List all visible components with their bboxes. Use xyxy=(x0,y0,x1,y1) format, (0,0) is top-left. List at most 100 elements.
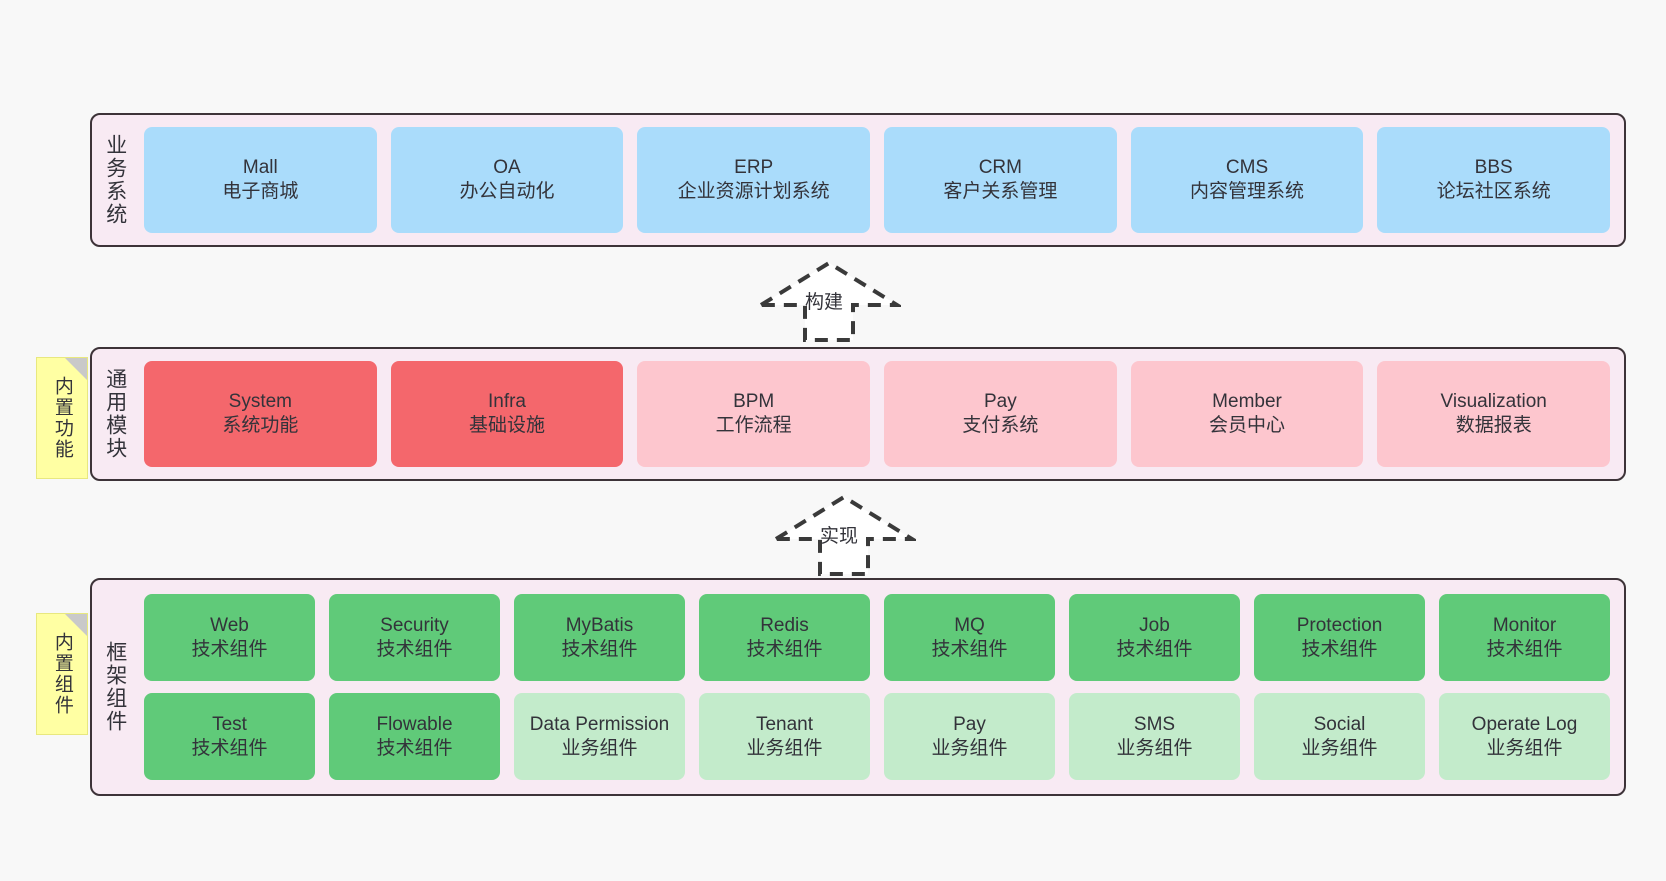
card-title-cn: 技术组件 xyxy=(376,737,453,759)
card-title-en: Test xyxy=(212,713,247,735)
card-oa[interactable]: OA 办公自动化 xyxy=(390,127,624,233)
card-protection[interactable]: Protection 技术组件 xyxy=(1254,594,1425,681)
card-title-cn: 系统功能 xyxy=(222,415,299,436)
connector-implement: 实现 xyxy=(768,492,920,578)
note-builtin-component: 内置组件 xyxy=(36,613,88,735)
card-title-en: Operate Log xyxy=(1471,713,1578,735)
card-title-cn: 业务组件 xyxy=(1301,737,1378,759)
card-mall[interactable]: Mall 电子商城 xyxy=(144,127,377,233)
layer-business-system-label: 业务系统 xyxy=(103,134,127,226)
card-title-en: Data Permission xyxy=(529,713,670,735)
layer-framework-component-label: 框架组件 xyxy=(103,641,127,733)
card-title-en: Visualization xyxy=(1440,391,1547,413)
card-redis[interactable]: Redis 技术组件 xyxy=(699,594,870,681)
card-title-cn: 企业资源计划系统 xyxy=(677,181,830,202)
card-pay-business[interactable]: Pay 业务组件 xyxy=(884,693,1055,780)
card-title-en: Infra xyxy=(487,391,527,413)
card-title-cn: 论坛社区系统 xyxy=(1436,181,1551,202)
card-title-cn: 业务组件 xyxy=(931,737,1008,759)
card-title-cn: 工作流程 xyxy=(715,415,792,436)
note-fold-corner-icon xyxy=(65,614,87,636)
card-title-en: Tenant xyxy=(755,713,814,735)
card-social[interactable]: Social 业务组件 xyxy=(1254,693,1425,780)
card-title-en: MQ xyxy=(954,614,985,636)
card-title-cn: 电子商城 xyxy=(222,181,299,202)
card-title-cn: 客户关系管理 xyxy=(943,181,1058,202)
card-sms[interactable]: SMS 业务组件 xyxy=(1069,693,1240,780)
card-title-en: OA xyxy=(493,157,521,179)
card-title-cn: 技术组件 xyxy=(191,638,268,660)
card-flowable[interactable]: Flowable 技术组件 xyxy=(329,693,500,780)
note-builtin-component-label: 内置组件 xyxy=(51,632,73,716)
card-title-en: Job xyxy=(1139,614,1170,636)
connector-implement-label: 实现 xyxy=(820,526,859,547)
connector-build: 构建 xyxy=(753,258,905,344)
card-title-en: BBS xyxy=(1474,157,1513,179)
card-data-permission[interactable]: Data Permission 业务组件 xyxy=(514,693,685,780)
card-title-en: Member xyxy=(1212,391,1282,413)
layer-common-module-label: 通用模块 xyxy=(103,368,127,460)
layer-framework-component: 框架组件 Web 技术组件 Security 技术组件 MyBatis 技术组件… xyxy=(90,578,1626,796)
connector-build-shape xyxy=(753,260,905,342)
connector-implement-shape xyxy=(768,494,920,576)
card-monitor[interactable]: Monitor 技术组件 xyxy=(1439,594,1610,681)
card-title-cn: 业务组件 xyxy=(1116,737,1193,759)
card-title-cn: 业务组件 xyxy=(561,737,638,759)
card-tenant[interactable]: Tenant 业务组件 xyxy=(699,693,870,780)
card-security[interactable]: Security 技术组件 xyxy=(329,594,500,681)
note-fold-corner-icon xyxy=(65,358,87,380)
card-system[interactable]: System 系统功能 xyxy=(144,361,377,467)
card-title-cn: 业务组件 xyxy=(1486,737,1563,759)
card-title-en: CRM xyxy=(978,157,1022,179)
card-title-en: CMS xyxy=(1225,157,1269,179)
card-title-cn: 支付系统 xyxy=(962,415,1039,436)
card-title-cn: 技术组件 xyxy=(1116,638,1193,660)
card-title-cn: 技术组件 xyxy=(1301,638,1378,660)
card-title-cn: 会员中心 xyxy=(1209,415,1286,436)
card-title-en: MyBatis xyxy=(565,614,634,636)
card-title-en: Social xyxy=(1313,713,1366,735)
card-test[interactable]: Test 技术组件 xyxy=(144,693,315,780)
framework-card-row-2: Test 技术组件 Flowable 技术组件 Data Permission … xyxy=(144,693,1610,780)
card-title-en: Web xyxy=(210,614,249,636)
card-title-cn: 数据报表 xyxy=(1455,415,1532,436)
card-title-en: Mall xyxy=(242,157,278,179)
card-title-en: SMS xyxy=(1133,713,1176,735)
card-title-en: Security xyxy=(380,614,449,636)
card-crm[interactable]: CRM 客户关系管理 xyxy=(884,127,1117,233)
card-title-en: Pay xyxy=(953,713,986,735)
card-infra[interactable]: Infra 基础设施 xyxy=(390,361,624,467)
card-title-cn: 技术组件 xyxy=(931,638,1008,660)
card-title-cn: 技术组件 xyxy=(191,737,268,759)
card-title-en: Pay xyxy=(983,391,1017,413)
card-title-cn: 业务组件 xyxy=(746,737,823,759)
card-bbs[interactable]: BBS 论坛社区系统 xyxy=(1377,127,1611,233)
card-title-en: Monitor xyxy=(1492,614,1557,636)
card-title-cn: 技术组件 xyxy=(376,638,453,660)
card-title-en: Flowable xyxy=(376,713,453,735)
card-web[interactable]: Web 技术组件 xyxy=(144,594,315,681)
card-title-en: BPM xyxy=(733,391,775,413)
card-mq[interactable]: MQ 技术组件 xyxy=(884,594,1055,681)
card-title-cn: 技术组件 xyxy=(561,638,638,660)
card-pay[interactable]: Pay 支付系统 xyxy=(884,361,1117,467)
framework-card-row-1: Web 技术组件 Security 技术组件 MyBatis 技术组件 Redi… xyxy=(144,594,1610,681)
common-card-list: System 系统功能 Infra 基础设施 BPM 工作流程 Pay 支付系统… xyxy=(138,349,1624,479)
card-mybatis[interactable]: MyBatis 技术组件 xyxy=(514,594,685,681)
card-erp[interactable]: ERP 企业资源计划系统 xyxy=(637,127,871,233)
card-title-en: System xyxy=(228,391,293,413)
layer-business-system: 业务系统 Mall 电子商城 OA 办公自动化 ERP 企业资源计划系统 CRM… xyxy=(90,113,1626,247)
card-member[interactable]: Member 会员中心 xyxy=(1130,361,1364,467)
card-title-cn: 内容管理系统 xyxy=(1190,181,1305,202)
card-title-cn: 基础设施 xyxy=(469,415,546,436)
card-bpm[interactable]: BPM 工作流程 xyxy=(637,361,871,467)
card-job[interactable]: Job 技术组件 xyxy=(1069,594,1240,681)
card-visualization[interactable]: Visualization 数据报表 xyxy=(1377,361,1611,467)
note-builtin-function-label: 内置功能 xyxy=(51,376,73,460)
note-builtin-function: 内置功能 xyxy=(36,357,88,479)
card-title-cn: 技术组件 xyxy=(1486,638,1563,660)
card-cms[interactable]: CMS 内容管理系统 xyxy=(1130,127,1364,233)
card-operate-log[interactable]: Operate Log 业务组件 xyxy=(1439,693,1610,780)
framework-card-grid: Web 技术组件 Security 技术组件 MyBatis 技术组件 Redi… xyxy=(138,580,1624,794)
